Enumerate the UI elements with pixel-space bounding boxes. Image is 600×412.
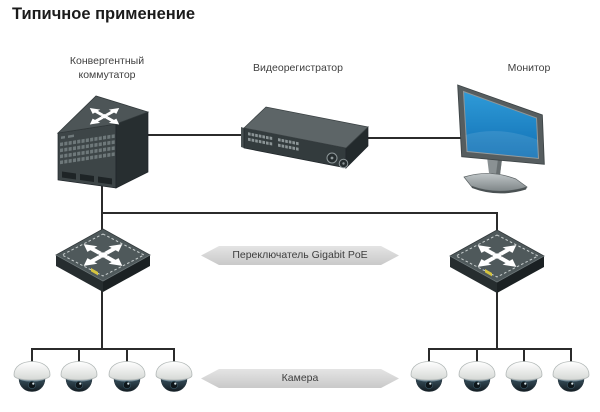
vent-slots [62, 171, 112, 185]
page-title: Типичное применение [12, 5, 196, 23]
camera-banner: Камера [201, 369, 399, 388]
poe-switch-right [450, 230, 544, 293]
ports-grid [60, 134, 115, 165]
link-core-bus [101, 184, 498, 250]
dome-camera [60, 361, 98, 392]
dome-camera [410, 361, 448, 392]
poe-switch-left [56, 229, 150, 292]
monitor-stand-base [463, 173, 528, 192]
poe-banner: Переключатель Gigabit PoE [201, 246, 399, 265]
dome-camera [552, 361, 590, 392]
converged-switch-label: Конвергентный коммутатор [69, 55, 145, 81]
link-left-camera-bus [31, 274, 175, 363]
link-right-camera-bus [428, 271, 572, 363]
monitor-label: Монитор [507, 62, 551, 74]
monitor-screen [462, 90, 540, 160]
dome-camera [155, 361, 193, 392]
front-knobs [326, 152, 349, 169]
dome-camera [458, 361, 496, 392]
dome-camera [505, 361, 543, 392]
dome-camera [108, 361, 146, 392]
converged-switch-device [56, 95, 150, 189]
nvr-device [241, 106, 369, 169]
nvr-label: Видеорегистратор [253, 62, 343, 74]
dome-camera [13, 361, 51, 392]
front-buttons [248, 132, 299, 151]
connection-lines [31, 134, 572, 363]
monitor-device [457, 84, 545, 194]
